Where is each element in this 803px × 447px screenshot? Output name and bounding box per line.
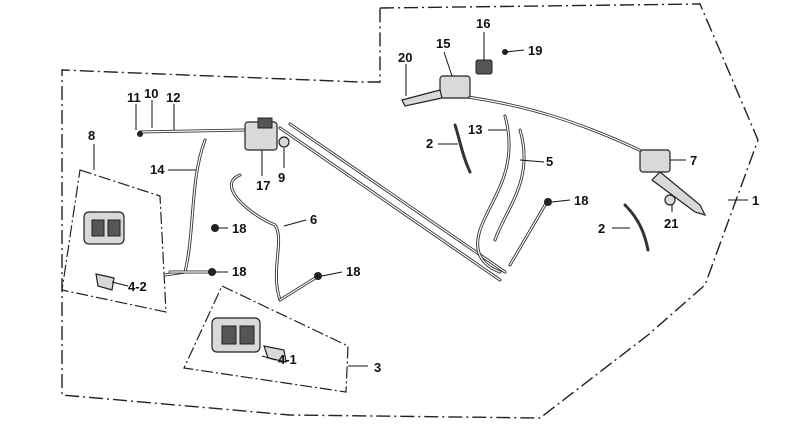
- callout-20: 20: [398, 50, 412, 65]
- callout-8: 8: [88, 128, 95, 143]
- callout-9: 9: [278, 170, 285, 185]
- callout-18: 18: [232, 264, 246, 279]
- callout-3: 3: [374, 360, 381, 375]
- callout-17: 17: [256, 178, 270, 193]
- assembly-outline: [61, 3, 759, 419]
- rear-brake-lever: [639, 149, 707, 216]
- rear-caliper: [83, 211, 125, 291]
- leader-lines: [93, 32, 748, 367]
- front-caliper: [211, 317, 287, 363]
- callout-2: 2: [598, 221, 605, 236]
- callout-14: 14: [150, 162, 165, 177]
- callout-21: 21: [664, 216, 678, 231]
- callout-4-2: 4-2: [128, 279, 147, 294]
- callout-18: 18: [574, 193, 588, 208]
- callout-6: 6: [310, 212, 317, 227]
- brake-hoses: [138, 94, 662, 302]
- callout-7: 7: [690, 153, 697, 168]
- front-master-cylinder: [401, 49, 508, 107]
- callout-2: 2: [426, 136, 433, 151]
- callout-4-1: 4-1: [278, 352, 297, 367]
- callout-16: 16: [476, 16, 490, 31]
- callout-5: 5: [546, 154, 553, 169]
- callout-15: 15: [436, 36, 450, 51]
- banjo-fittings: [137, 131, 552, 280]
- front-caliper-box: [183, 285, 349, 393]
- callout-10: 10: [144, 86, 158, 101]
- rear-caliper-box: [61, 169, 167, 313]
- callout-18: 18: [232, 221, 246, 236]
- callout-19: 19: [528, 43, 542, 58]
- callout-12: 12: [166, 90, 180, 105]
- callout-18: 18: [346, 264, 360, 279]
- callout-13: 13: [468, 122, 482, 137]
- callout-1: 1: [752, 193, 759, 208]
- callout-11: 11: [127, 90, 141, 105]
- rear-master-cylinder: [244, 117, 290, 151]
- callout-labels: 1 2 2 3 4-1 4-2 5 6 7 8 9 10 11 12 13 14…: [88, 16, 759, 375]
